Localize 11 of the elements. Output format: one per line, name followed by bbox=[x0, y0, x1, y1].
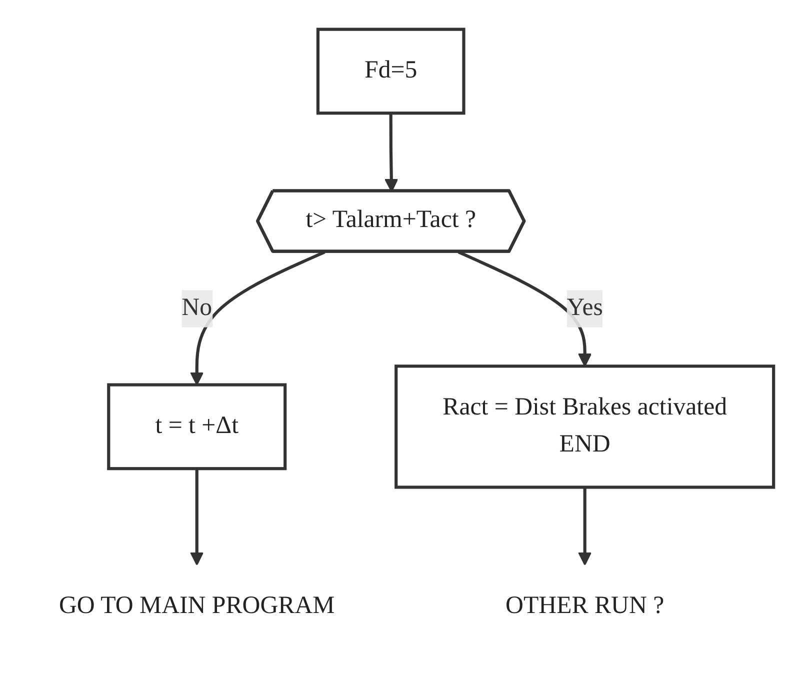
node-box: t = t +Δt bbox=[107, 383, 287, 470]
node-box: Fd=5 bbox=[316, 28, 466, 115]
arrow bbox=[458, 250, 592, 367]
node-box: Ract = Dist Brakes activated END bbox=[394, 364, 776, 489]
edge-label: No bbox=[182, 294, 212, 322]
edge-label: Yes bbox=[566, 294, 603, 322]
node-text: OTHER RUN ? bbox=[506, 592, 664, 620]
arrow bbox=[190, 250, 326, 386]
node-text: GO TO MAIN PROGRAM bbox=[58, 592, 335, 620]
arrow bbox=[190, 468, 204, 566]
arrow bbox=[578, 487, 592, 566]
